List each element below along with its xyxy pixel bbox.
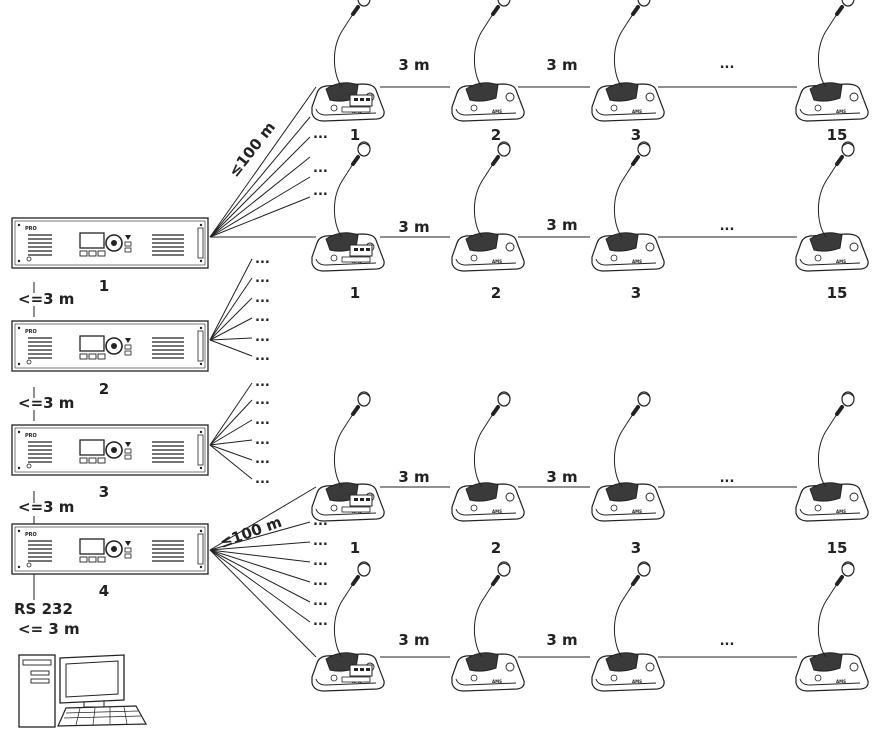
rs232-distance-label: <= 3 m [18,620,80,638]
branch-ellipsis: ... [255,330,270,345]
unit-number: 1 [350,126,360,144]
trunk-distance-label-bottom: ≤100 m [217,513,284,552]
spacing-label: 3 m [546,56,577,74]
spacing-label: 3 m [398,56,429,74]
unit-number: 1 [350,539,360,557]
unit-number: 2 [491,284,501,302]
unit-number: 15 [827,284,848,302]
branch-ellipsis: ... [255,472,270,487]
controller-label-4: 4 [99,582,109,600]
unit-number: 2 [491,539,501,557]
spacing-label: 3 m [546,216,577,234]
chain-ellipsis: ... [720,219,735,234]
fan-lines-controller-3 [209,382,253,480]
branch-ellipses: ... ... ... ... ... ... ... ... ... ... … [255,107,328,629]
chain-3 [312,390,871,523]
unit-number: 3 [631,126,641,144]
branch-ellipsis: ... [255,393,270,408]
delegate-unit [590,140,667,273]
controller-unit-2 [11,320,209,372]
delegate-unit [450,0,527,123]
unit-number: 3 [631,539,641,557]
branch-ellipsis: ... [255,252,270,267]
branch-ellipsis: ... [255,375,270,390]
chain-4 [312,560,871,693]
trunk-distance-label-top: ≤100 m [225,118,279,180]
branch-ellipsis: ... [313,614,328,629]
chain-2 [312,140,871,273]
controller-label-3: 3 [99,483,109,501]
computer-icon [18,654,148,728]
chairman-unit [312,0,384,121]
chain-ellipsis: ... [720,471,735,486]
link-label-2-3: <=3 m [18,394,74,412]
branch-ellipsis: ... [313,127,328,142]
delegate-unit [590,0,667,123]
unit-number: 15 [827,539,848,557]
spacing-label: 3 m [546,631,577,649]
spacing-label: 3 m [398,631,429,649]
delegate-unit [794,390,871,523]
branch-ellipsis: ... [255,452,270,467]
chain-ellipsis: ... [720,634,735,649]
controller-unit-4 [11,523,209,575]
spacing-label: 3 m [546,468,577,486]
unit-number: 1 [350,284,360,302]
controller-label-1: 1 [99,277,109,295]
spacing-label: 3 m [398,468,429,486]
branch-ellipsis: ... [313,534,328,549]
chairman-unit [312,392,384,521]
delegate-unit [590,560,667,693]
unit-number: 2 [491,126,501,144]
branch-ellipsis: ... [313,594,328,609]
delegate-unit [450,140,527,273]
delegate-unit [450,560,527,693]
branch-ellipsis: ... [255,413,270,428]
branch-ellipsis: ... [255,349,270,364]
fan-lines-controller-4 [209,486,317,658]
branch-ellipsis: ... [313,184,328,199]
chain-1 [312,0,871,123]
controller-unit-3 [11,424,209,476]
controller-unit-1 [11,217,209,269]
unit-number: 15 [827,126,848,144]
fan-lines-controller-1 [209,86,317,238]
branch-ellipsis: ... [313,554,328,569]
delegate-unit [794,560,871,693]
chain-lines [380,86,797,658]
link-label-1-2: <=3 m [18,290,74,308]
fan-lines-controller-2 [209,258,253,357]
delegate-unit [794,0,871,123]
branch-ellipsis: ... [255,291,270,306]
link-label-3-4: <=3 m [18,498,74,516]
branch-ellipsis: ... [313,574,328,589]
branch-ellipsis: ... [255,271,270,286]
spacing-label: 3 m [398,218,429,236]
delegate-unit [590,390,667,523]
chain-ellipsis: ... [720,57,735,72]
branch-ellipsis: ... [255,433,270,448]
rs232-label: RS 232 [14,600,73,618]
delegate-unit [794,140,871,273]
delegate-unit [450,390,527,523]
controller-label-2: 2 [99,380,109,398]
branch-ellipsis: ... [313,161,328,176]
branch-ellipsis: ... [255,310,270,325]
unit-number: 3 [631,284,641,302]
